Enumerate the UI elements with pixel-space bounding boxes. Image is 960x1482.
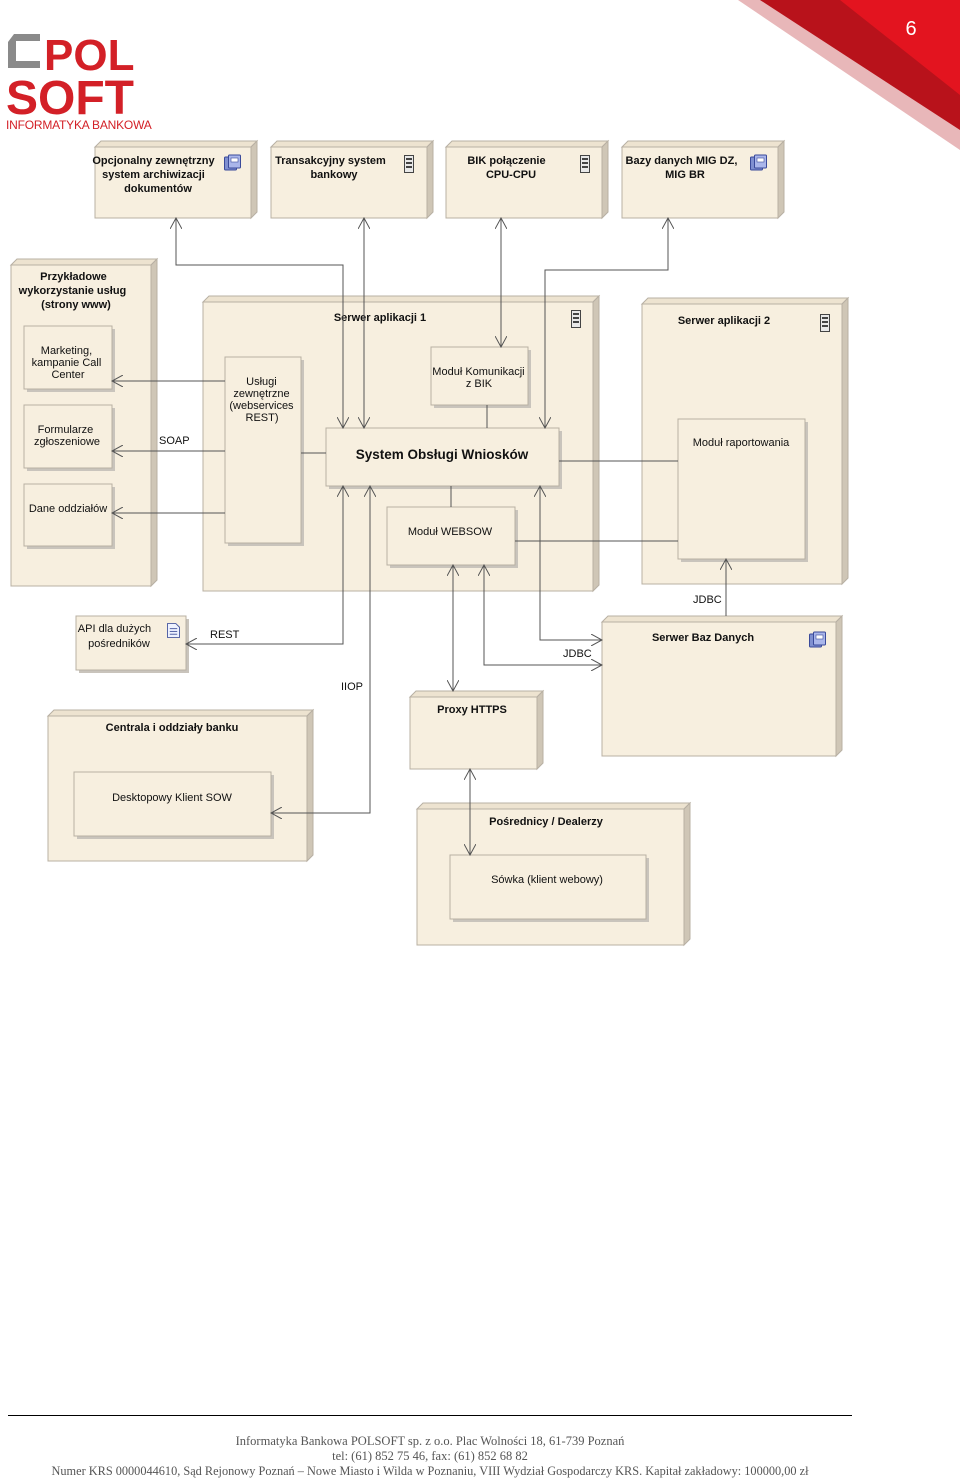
server-icon — [404, 155, 414, 173]
hq-node: Centrala i oddziały banku Desktopowy Kli… — [46, 708, 315, 863]
footer-phone: tel: (61) 852 75 46, fax: (61) 852 68 82 — [332, 1449, 528, 1463]
svg-text:Marketing, kampanie Ca: Marketing, kampanie Call Center — [32, 345, 105, 381]
proxy-node: Proxy HTTPS — [408, 689, 545, 771]
archive-label-1: Opcjonalny zewnętrzny — [92, 155, 215, 167]
api-node: API dla dużych pośredników — [75, 615, 189, 673]
desktop-client-component: Desktopowy Klient SOW — [73, 771, 274, 839]
svg-text:Bazy danych MIG DZ, MIG: Bazy danych MIG DZ, MIG BR — [626, 155, 741, 181]
hq-label: Centrala i oddziały banku — [106, 722, 239, 734]
rest-label: REST — [210, 629, 240, 641]
websow-label: Moduł WEBSOW — [408, 526, 493, 538]
document-icon — [167, 623, 180, 638]
core-banking-label-2: bankowy — [310, 169, 358, 181]
corner-decoration — [738, 0, 960, 150]
websow-component: Moduł WEBSOW — [386, 506, 518, 568]
svg-text:Opcjonalny zewnętrzny sy: Opcjonalny zewnętrzny system archiwizacj… — [92, 155, 217, 195]
external-services-label-4: REST) — [246, 412, 279, 424]
bik-module-component: Moduł Komunikacji z BIK — [430, 346, 531, 408]
mig-label-1: Bazy danych MIG DZ, — [626, 155, 738, 167]
bik-module-label-2: z BIK — [466, 378, 493, 390]
svg-text:Formularze zgłoszeniow: Formularze zgłoszeniowe — [34, 424, 100, 448]
jdbc-db-label: JDBC — [563, 648, 592, 660]
usage-label-2: wykorzystanie usług — [18, 285, 127, 297]
logo-brand-bottom: SOFT — [6, 72, 134, 125]
branches-component: Dane oddziałów — [23, 483, 115, 549]
api-label-2: pośredników — [88, 638, 150, 650]
database-icon — [750, 154, 767, 171]
database-icon — [224, 154, 241, 171]
forms-label-2: zgłoszeniowe — [34, 436, 100, 448]
svg-text:Transakcyjny system bank: Transakcyjny system bankowy — [275, 155, 389, 181]
archive-label-2: system archiwizacji — [102, 169, 205, 181]
db-server-node: Serwer Baz Danych — [600, 614, 844, 758]
app-server-2-node: Serwer aplikacji 2 Moduł raportowania — [640, 296, 850, 586]
app-server-2-label: Serwer aplikacji 2 — [678, 315, 770, 327]
branches-label: Dane oddziałów — [29, 503, 107, 515]
reporting-label: Moduł raportowania — [693, 437, 790, 449]
server-icon — [580, 155, 590, 173]
footer-registry: Numer KRS 0000044610, Sąd Rejonowy Pozna… — [51, 1464, 809, 1478]
bik-node: BIK połączenie CPU-CPU — [444, 139, 610, 220]
jdbc-report-label: JDBC — [693, 594, 722, 606]
brokers-node: Pośrednicy / Dealerzy Sówka (klient webo… — [415, 801, 692, 947]
forms-component: Formularze zgłoszeniowe — [23, 404, 115, 471]
db-server-label: Serwer Baz Danych — [652, 632, 754, 644]
bik-module-label-1: Moduł Komunikacji — [432, 366, 524, 378]
svg-text:API dla dużych pośrednik: API dla dużych pośredników — [78, 623, 154, 650]
core-banking-label-1: Transakcyjny system — [275, 155, 386, 167]
marketing-label-3: Center — [51, 369, 84, 381]
svg-text:Usługi zewnętrzne: Usługi zewnętrzne (webservices REST) — [229, 376, 296, 424]
marketing-label-1: Marketing, — [41, 345, 92, 357]
marketing-component: Marketing, kampanie Call Center — [23, 325, 115, 392]
web-client-component: Sówka (klient webowy) — [449, 854, 649, 922]
usage-node: Przykładowe wykorzystanie usług (strony … — [9, 257, 159, 588]
soap-label: SOAP — [159, 435, 190, 447]
sow-component: System Obsługi Wniosków — [325, 427, 562, 489]
footer-address: Informatyka Bankowa POLSOFT sp. z o.o. P… — [235, 1434, 625, 1448]
database-icon — [809, 631, 826, 648]
external-services-label-3: (webservices — [229, 400, 294, 412]
app-server-1-node: Serwer aplikacji 1 Usługi zewnętrzne (we… — [201, 294, 601, 593]
archive-label-3: dokumentów — [124, 183, 192, 195]
svg-text:Moduł Komunikacji z BI: Moduł Komunikacji z BIK — [432, 366, 527, 390]
reporting-component: Moduł raportowania — [677, 418, 808, 562]
web-client-label: Sówka (klient webowy) — [491, 874, 603, 886]
server-icon — [820, 314, 830, 332]
mig-databases-node: Bazy danych MIG DZ, MIG BR — [620, 139, 786, 220]
usage-label-3: (strony www) — [41, 299, 111, 311]
external-services-component: Usługi zewnętrzne (webservices REST) — [224, 356, 304, 546]
brokers-label: Pośrednicy / Dealerzy — [489, 816, 604, 828]
proxy-label: Proxy HTTPS — [437, 704, 507, 716]
server-icon — [571, 310, 581, 328]
usage-label-1: Przykładowe — [40, 271, 107, 283]
deployment-diagram: Opcjonalny zewnętrzny system archiwizacj… — [9, 139, 850, 947]
logo-brand-top: POL — [44, 31, 134, 80]
sow-label: System Obsługi Wniosków — [356, 447, 529, 462]
bik-label-2: CPU-CPU — [486, 169, 536, 181]
connections — [112, 218, 726, 855]
svg-text:Przykładowe wykorzystani: Przykładowe wykorzystanie usług (strony … — [18, 271, 130, 311]
archive-system-node: Opcjonalny zewnętrzny system archiwizacj… — [92, 139, 259, 220]
bik-label-1: BIK połączenie — [467, 155, 545, 167]
polsoft-logo: POL SOFT — [6, 31, 134, 125]
external-services-label-1: Usługi — [246, 376, 277, 388]
page-number: 6 — [905, 18, 917, 40]
marketing-label-2: kampanie Call — [32, 357, 102, 369]
footer-divider — [8, 1415, 852, 1416]
desktop-client-label: Desktopowy Klient SOW — [112, 792, 232, 804]
iiop-label: IIOP — [341, 681, 363, 693]
svg-text:BIK połączenie CPU-CPU: BIK połączenie CPU-CPU — [467, 155, 548, 181]
api-label-1: API dla dużych — [78, 623, 151, 635]
logo-tagline: INFORMATYKA BANKOWA — [6, 118, 152, 132]
external-services-label-2: zewnętrzne — [233, 388, 289, 400]
mig-label-2: MIG BR — [665, 169, 705, 181]
app-server-1-label: Serwer aplikacji 1 — [334, 312, 426, 324]
core-banking-node: Transakcyjny system bankowy — [269, 139, 435, 220]
forms-label-1: Formularze — [38, 424, 94, 436]
